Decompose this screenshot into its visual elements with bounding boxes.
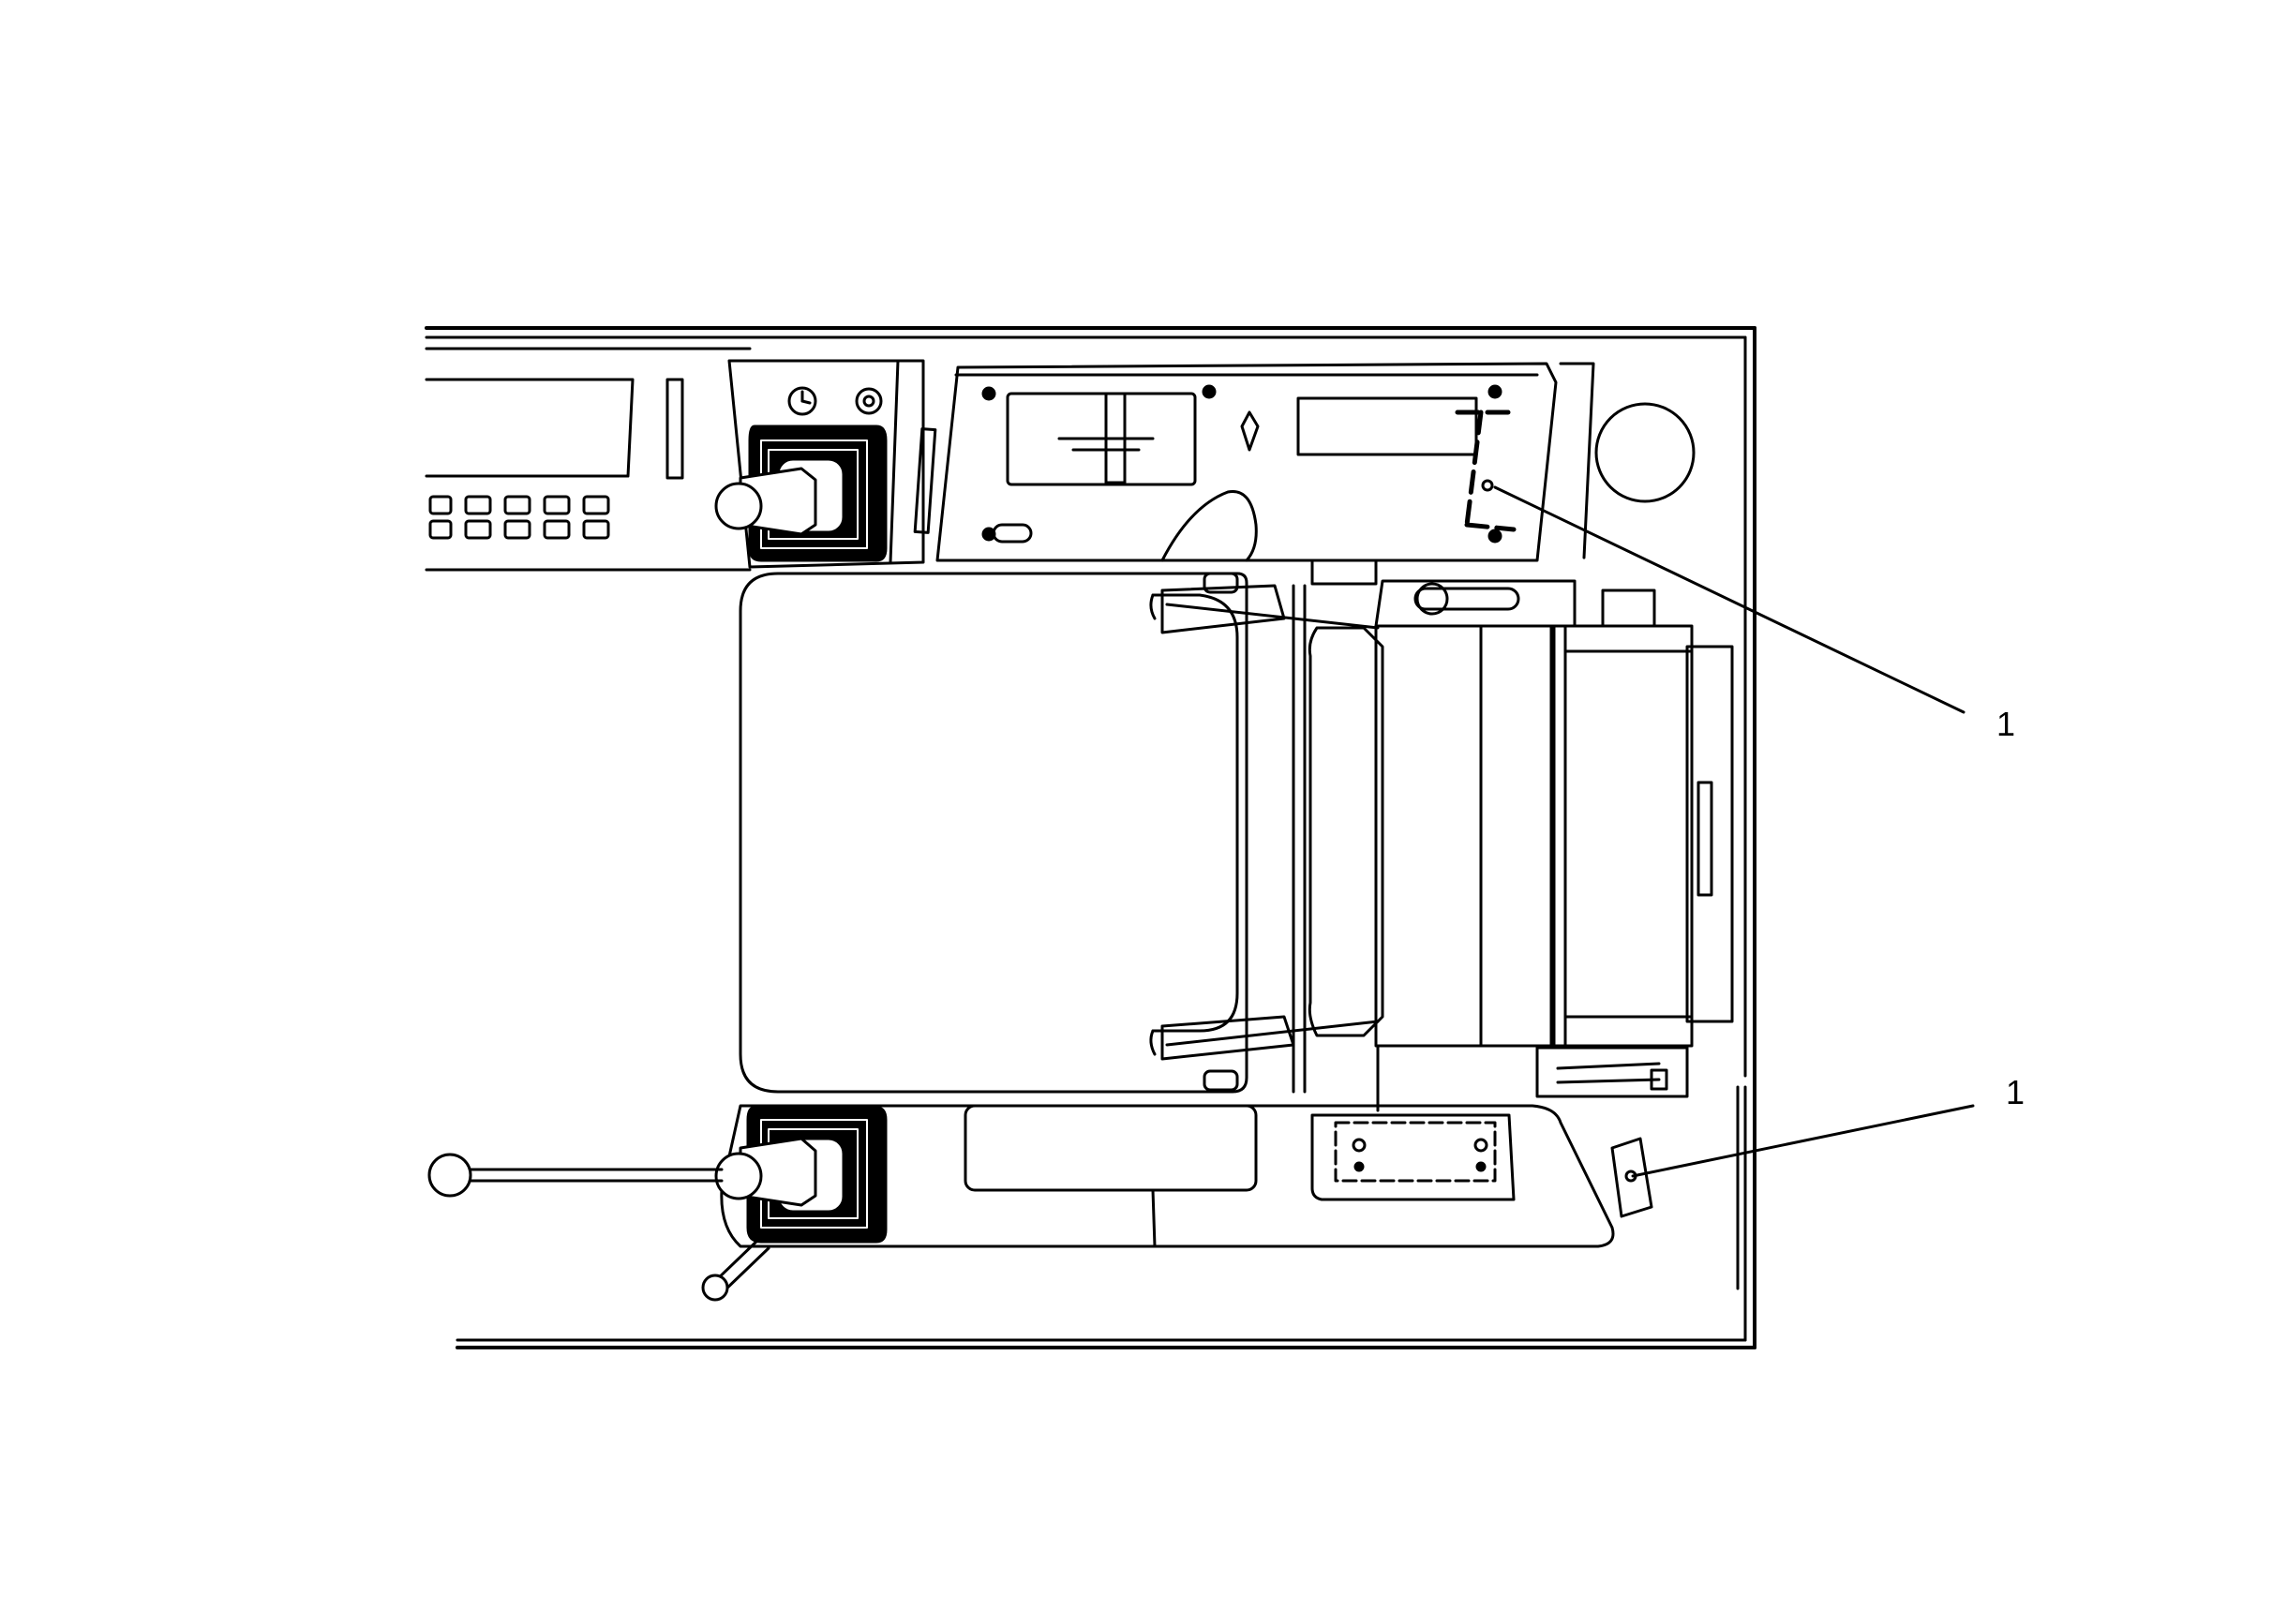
round-dial-device bbox=[1559, 362, 1696, 559]
joystick-bottom bbox=[714, 1106, 888, 1244]
callout-leader-lines bbox=[1493, 485, 1975, 1178]
lever-diagonal bbox=[701, 1237, 770, 1302]
joystick-top bbox=[714, 425, 888, 562]
callout-label-1-top: 1 bbox=[1996, 705, 2015, 743]
cab-frame bbox=[425, 326, 1756, 1349]
operator-seat bbox=[739, 572, 1380, 1094]
dial-icon bbox=[855, 387, 883, 415]
lever-horizontal bbox=[427, 1153, 724, 1198]
center-control-panel bbox=[935, 362, 1558, 562]
display-keypad-panel bbox=[425, 378, 752, 572]
seat-back-assembly bbox=[1292, 559, 1734, 1112]
clock-icon bbox=[787, 386, 817, 416]
keypad-buttons bbox=[428, 495, 610, 540]
bottom-armrest-console bbox=[720, 1104, 1653, 1248]
callout-label-1-bottom: 1 bbox=[2006, 1073, 2025, 1111]
